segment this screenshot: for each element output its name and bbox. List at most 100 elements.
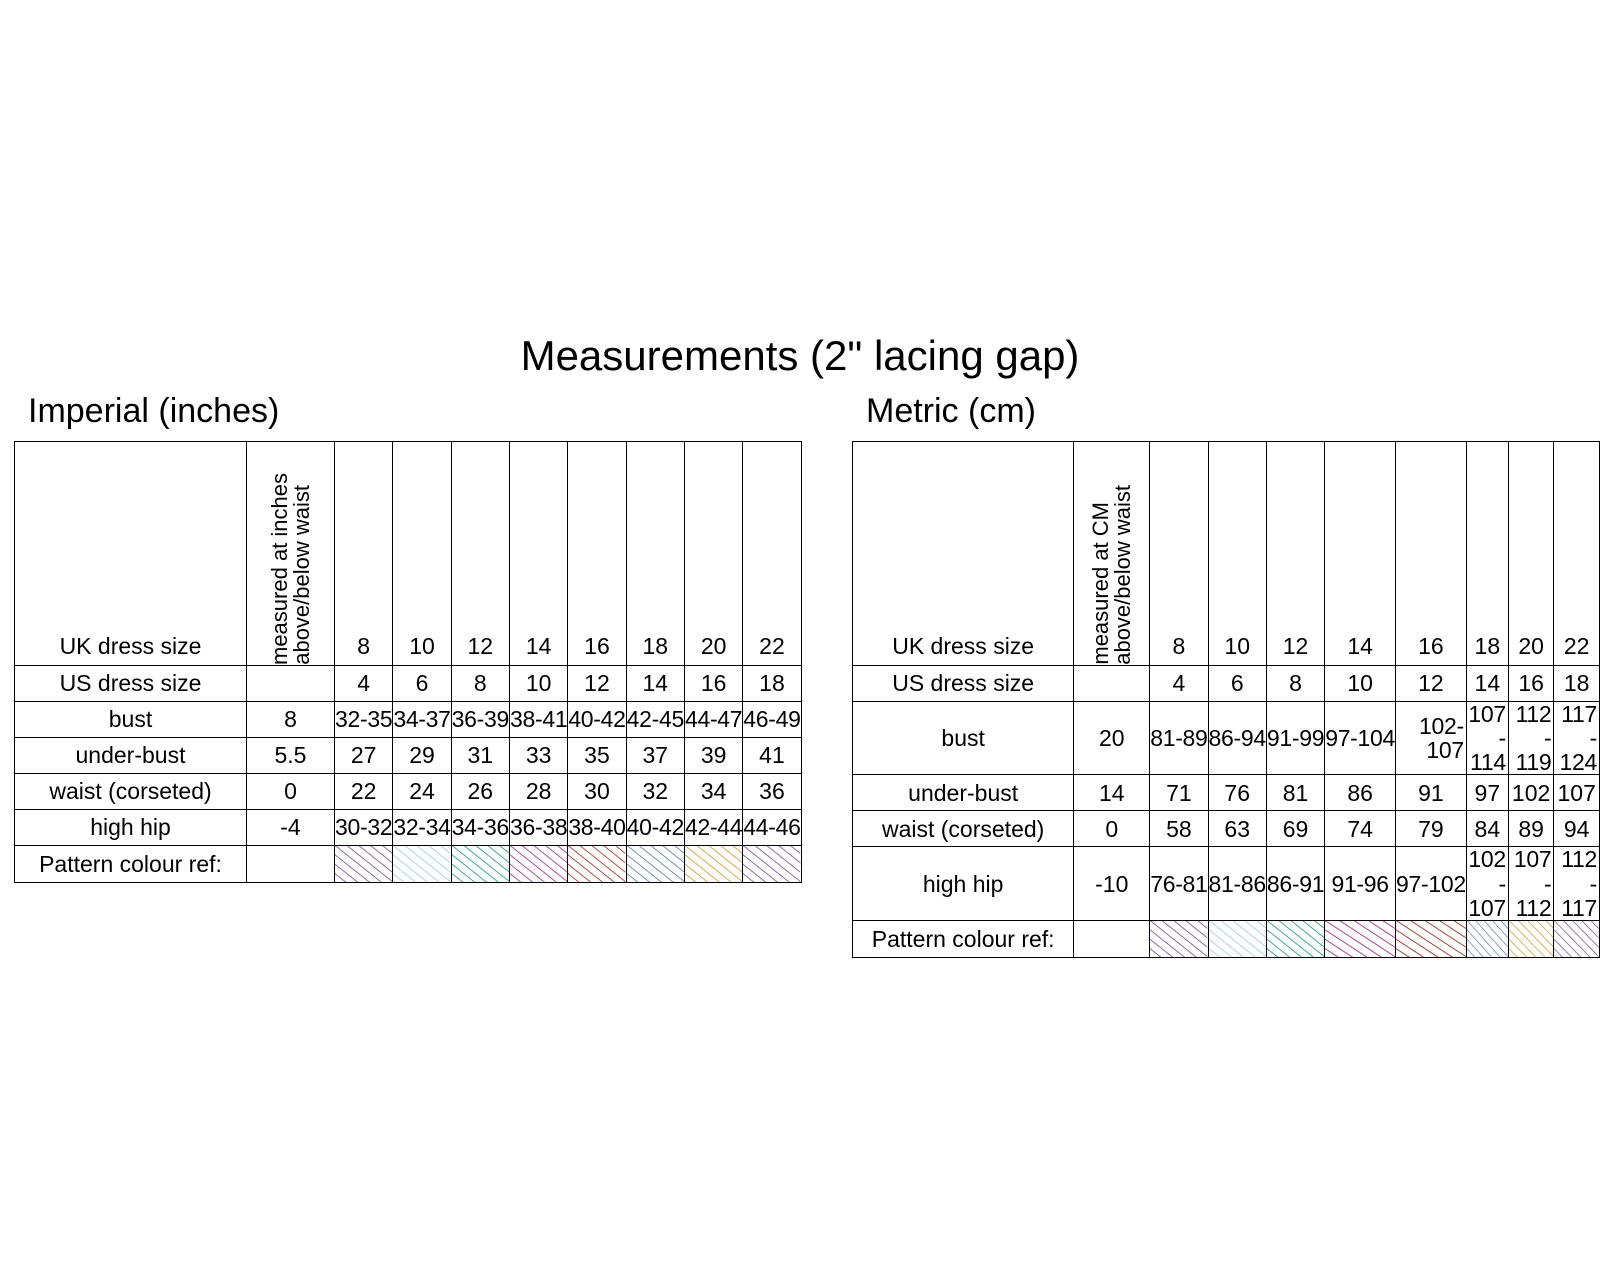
- measured-note-line-2: above/below waist: [288, 485, 314, 665]
- data-cell: 97-102: [1395, 846, 1467, 921]
- data-cell: 107-114: [1465, 700, 1509, 776]
- pattern-colour-ref-label: Pattern colour ref:: [14, 845, 247, 883]
- data-cell: 29: [392, 737, 452, 774]
- data-cell: 41: [742, 737, 802, 774]
- data-cell: 14: [1465, 665, 1509, 702]
- data-cell: 8: [1265, 665, 1326, 702]
- data-cell: 16: [567, 441, 627, 666]
- data-cell: 22: [1553, 441, 1600, 666]
- pattern-colour-swatch: [450, 845, 510, 883]
- data-cell: 26: [450, 773, 510, 810]
- data-cell: 81: [1265, 774, 1326, 812]
- data-cell: 14: [625, 665, 685, 702]
- measured-note-line-1: measured at inches: [266, 473, 292, 665]
- data-cell: 76-81: [1149, 846, 1209, 921]
- data-cell: 91-99: [1265, 700, 1326, 776]
- data-cell: 38-41: [508, 701, 569, 738]
- data-cell: 74: [1324, 810, 1397, 848]
- data-cell: 20: [1507, 441, 1555, 666]
- data-cell: 34-37: [392, 701, 452, 738]
- data-cell: 24: [392, 773, 452, 810]
- row-label: waist (corseted): [851, 810, 1075, 848]
- measured-note-line-1: measured at CM: [1087, 502, 1113, 665]
- data-cell: 97: [1465, 774, 1509, 812]
- data-cell: 86-94: [1207, 700, 1267, 776]
- data-cell: 79: [1395, 810, 1467, 848]
- data-cell: 76: [1207, 774, 1267, 812]
- pattern-colour-swatch: [567, 845, 627, 883]
- data-cell: 14: [508, 441, 569, 666]
- data-cell: 97-104: [1324, 700, 1397, 776]
- data-cell: 28: [508, 773, 569, 810]
- pattern-colour-swatch: [1553, 919, 1600, 958]
- data-cell: 91-96: [1324, 846, 1397, 921]
- data-cell: 18: [1553, 665, 1600, 702]
- data-cell: 18: [742, 665, 802, 702]
- data-cell: 86-91: [1265, 846, 1326, 921]
- data-cell: 69: [1265, 810, 1326, 848]
- pattern-colour-swatch: [1207, 919, 1267, 958]
- pattern-colour-swatch: [392, 845, 452, 883]
- data-cell: 30-32: [333, 809, 394, 846]
- pattern-colour-swatch: [1324, 919, 1397, 958]
- data-cell: 27: [333, 737, 394, 774]
- row-label: high hip: [14, 809, 247, 846]
- data-cell: 37: [625, 737, 685, 774]
- data-cell: 8: [450, 665, 510, 702]
- data-cell: 102-107: [1395, 700, 1467, 776]
- data-cell: 6: [1207, 665, 1267, 702]
- pattern-colour-swatch: [625, 845, 685, 883]
- data-cell: 12: [567, 665, 627, 702]
- pattern-colour-ref-row: Pattern colour ref:: [14, 845, 802, 883]
- data-cell: 34: [683, 773, 744, 810]
- data-cell: 10: [1207, 441, 1267, 666]
- data-cell: 40-42: [567, 701, 627, 738]
- note-value: 0: [1073, 810, 1151, 848]
- pattern-colour-swatch: [1507, 919, 1555, 958]
- row-label: under-bust: [14, 737, 247, 774]
- note-value: 5.5: [246, 737, 335, 774]
- data-cell: 89: [1507, 810, 1555, 848]
- pattern-colour-ref-label: Pattern colour ref:: [851, 919, 1075, 958]
- data-cell: 81-89: [1149, 700, 1209, 776]
- note-value: [1073, 665, 1151, 702]
- data-cell: 112-119: [1507, 700, 1555, 776]
- data-cell: 32-35: [333, 701, 394, 738]
- note-value: 20: [1073, 700, 1151, 776]
- row-label: waist (corseted): [14, 773, 247, 810]
- pattern-colour-swatch: [1149, 919, 1209, 958]
- data-cell: 91: [1395, 774, 1467, 812]
- data-cell: 16: [683, 665, 744, 702]
- data-cell: 36-39: [450, 701, 510, 738]
- data-cell: 16: [1395, 441, 1467, 666]
- data-cell: 71: [1149, 774, 1209, 812]
- data-cell: 34-36: [450, 809, 510, 846]
- note-value: [246, 665, 335, 702]
- data-cell: 8: [1149, 441, 1209, 666]
- data-cell: 117-124: [1553, 700, 1600, 776]
- data-cell: 30: [567, 773, 627, 810]
- data-cell: 14: [1324, 441, 1397, 666]
- data-cell: 8: [333, 441, 394, 666]
- note-value: -10: [1073, 846, 1151, 921]
- data-cell: 10: [1324, 665, 1397, 702]
- row-label: US dress size: [14, 665, 247, 702]
- data-cell: 12: [1265, 441, 1326, 666]
- data-cell: 22: [333, 773, 394, 810]
- data-cell: 4: [333, 665, 394, 702]
- metric-heading: Metric (cm): [866, 392, 1036, 430]
- data-cell: 36: [742, 773, 802, 810]
- row-label: bust: [14, 701, 247, 738]
- data-cell: 32-34: [392, 809, 452, 846]
- pattern-colour-swatch: [1465, 919, 1509, 958]
- page-title: Measurements (2" lacing gap): [520, 332, 1080, 379]
- data-cell: 10: [392, 441, 452, 666]
- data-cell: 42-44: [683, 809, 744, 846]
